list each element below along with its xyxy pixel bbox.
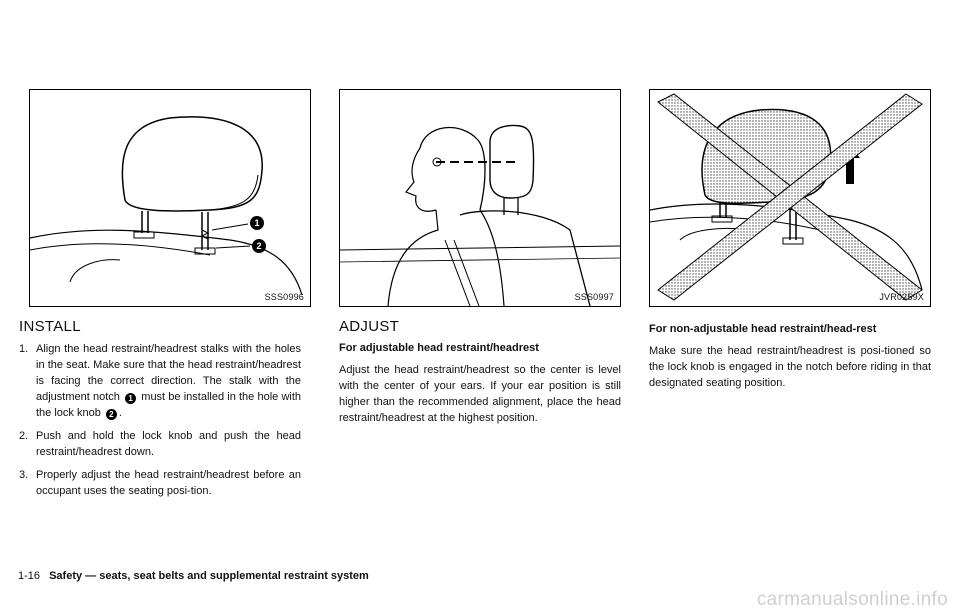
install-step-1: 1. Align the head restraint/headrest sta… [19, 341, 301, 421]
figure-code: SSS0997 [574, 292, 614, 302]
install-illustration [30, 116, 303, 296]
install-heading: INSTALL [19, 318, 81, 335]
knob-2-marker: 2 [105, 409, 117, 420]
install-step-2: 2. Push and hold the lock knob and push … [19, 428, 301, 460]
adjust-heading: ADJUST [339, 318, 400, 335]
step-text-c: . [118, 407, 122, 419]
adjust-illustration [340, 124, 620, 306]
footer-title: Safety — seats, seat belts and supplemen… [49, 570, 369, 582]
page-footer: 1-16 Safety — seats, seat belts and supp… [18, 570, 369, 582]
step-number: 1. [19, 343, 29, 355]
knob-1-marker: 1 [125, 393, 137, 404]
watermark: carmanualsonline.info [756, 589, 948, 610]
figure-code: SSS0996 [264, 292, 304, 302]
figure-code: JVR0259X [879, 292, 924, 302]
step-text-a: Align the head restraint/headrest stalks… [36, 343, 301, 403]
step-text: Push and hold the lock knob and push the… [36, 430, 301, 458]
install-step-3: 3. Properly adjust the head restraint/he… [19, 467, 301, 499]
page-number: 1-16 [18, 570, 41, 582]
install-section: INSTALL 1. Align the head restraint/head… [19, 318, 301, 506]
figure-install: 1 2 SSS0996 [29, 89, 311, 307]
adjust-section: ADJUST For adjustable head restraint/hea… [339, 318, 621, 426]
figure-adjust: SSS0997 [339, 89, 621, 307]
step-text-b: must be installed in the hole with the l… [36, 391, 301, 419]
nonadjustable-subheading: For non-adjustable head restraint/head-r… [649, 323, 877, 335]
callout-1: 1 [250, 216, 264, 230]
nonadjustable-body: Make sure the head restraint/headrest is… [649, 345, 931, 389]
callout-2: 2 [252, 239, 266, 253]
step-number: 2. [19, 430, 29, 442]
nonadjustable-section: For non-adjustable head restraint/head-r… [649, 322, 931, 391]
nonadjustable-illustration [650, 93, 923, 301]
install-steps: 1. Align the head restraint/headrest sta… [19, 341, 301, 499]
adjust-subheading: For adjustable head restraint/headrest [339, 342, 539, 354]
step-text: Properly adjust the head restraint/headr… [36, 469, 301, 497]
adjust-body: Adjust the head restraint/headrest so th… [339, 364, 621, 424]
step-number: 3. [19, 469, 29, 481]
figure-nonadjustable: JVR0259X [649, 89, 931, 307]
